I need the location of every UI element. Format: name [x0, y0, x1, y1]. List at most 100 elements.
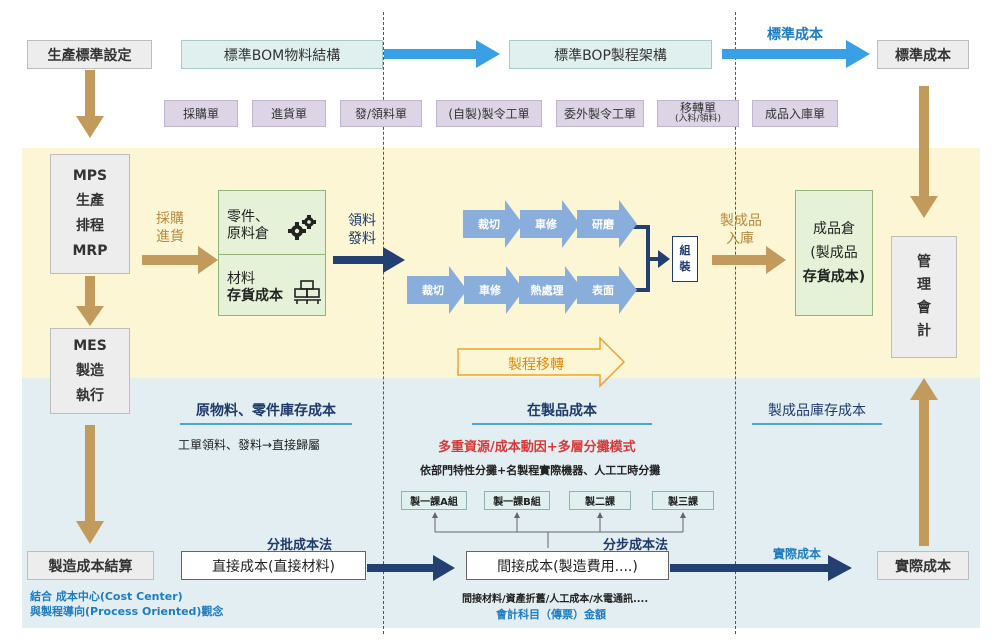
raw-material-cost-heading: 原物料、零件庫存成本: [180, 400, 352, 425]
dept-1b: 製一課B組: [484, 491, 550, 510]
standard-bop-box: 標準BOP製程架構: [509, 40, 712, 69]
issue-label-2: 發料: [348, 231, 376, 247]
std-cost-arrow: [722, 40, 870, 68]
tan-down-arrow-1: [76, 70, 104, 138]
tan-down-arrow-mgmt: [910, 86, 938, 218]
process-cut-2: 裁切: [407, 266, 467, 314]
dept-3: 製三課: [652, 491, 714, 510]
doc-transfer: 移轉單 (入料/領料): [657, 100, 739, 127]
dept-tree: [434, 516, 684, 548]
fg-warehouse-box: 成品倉 (製成品 存貨成本): [795, 190, 873, 316]
tan-up-arrow-mgmt: [910, 378, 938, 546]
tan-down-arrow-2: [76, 276, 104, 326]
mfg-cost-settlement-box: 製造成本結算: [27, 551, 154, 580]
process-lathe-2-label: 車修: [479, 284, 501, 297]
mgmt-char-4: 計: [917, 323, 931, 339]
assemble-box: 組 裝: [672, 236, 698, 282]
fg-warehouse-label-1: 成品倉: [813, 221, 855, 237]
process-grind: 研磨: [577, 200, 637, 248]
indirect-cost-desc: 間接材料/資產折舊/人工成本/水電通訊....: [462, 594, 649, 605]
mgmt-char-2: 理: [917, 277, 931, 293]
fg-cost-heading: 製成品庫存成本: [752, 400, 882, 425]
mes-line-1: MES: [73, 337, 107, 354]
doc-fg-receipt: 成品入庫單: [752, 100, 838, 127]
pallet-icon: [294, 280, 321, 304]
process-oriented-note: 與製程導向(Process Oriented)觀念: [30, 605, 224, 618]
multi-allocation-heading: 多重資源/成本動因+多層分攤模式: [438, 440, 636, 455]
issue-label: 領料 發料: [348, 212, 376, 248]
standard-cost-arrow-label: 標準成本: [767, 27, 823, 43]
parts-warehouse-box: 零件、 原料倉 材料 存貨成本: [218, 190, 326, 316]
mes-line-3: 執行: [76, 387, 104, 404]
purchase-receive-label: 採購 進貨: [156, 210, 184, 246]
doc-outsource-order: 委外製令工單: [556, 100, 644, 127]
mgmt-char-1: 管: [917, 254, 931, 270]
process-cut-2-label: 裁切: [422, 284, 444, 297]
process-surface: 表面: [577, 266, 637, 314]
cost-center-note: 結合 成本中心(Cost Center): [30, 590, 183, 603]
mps-line-2: 生產: [76, 193, 104, 209]
receive-label: 進貨: [156, 229, 184, 245]
wip-cost-heading: 在製品成本: [472, 400, 652, 425]
fg-in-arrow: [712, 246, 786, 274]
gears-icon: [288, 215, 316, 240]
actual-cost-box: 實際成本: [877, 551, 969, 580]
mes-line-2: 製造: [76, 362, 104, 379]
mps-line-3: 排程: [76, 218, 104, 234]
purchase-arrow: [142, 246, 218, 274]
raw-material-label: 原料倉: [227, 226, 269, 242]
mps-line-4: MRP: [72, 243, 108, 259]
direct-cost-box: 直接成本(直接材料): [181, 551, 366, 580]
fg-warehouse-label-3: 存貨成本): [802, 269, 866, 285]
bom-to-bop-arrow: [384, 40, 500, 68]
production-standard-box: 生產標準設定: [27, 40, 152, 69]
fg-in-label: 製成品 入庫: [720, 212, 762, 248]
assemble-label-2: 裝: [679, 260, 691, 273]
doc-transfer-sub: (入料/領料): [674, 113, 722, 124]
process-heat-treat-label: 熱處理: [530, 284, 564, 297]
parts-warehouse-label: 零件、 原料倉: [227, 209, 269, 243]
doc-receiving: 進貨單: [252, 100, 326, 127]
process-grind-label: 研磨: [592, 218, 614, 231]
dept-1a: 製一課A組: [401, 491, 467, 510]
divider-line-2: [735, 12, 736, 634]
doc-transfer-label: 移轉單: [679, 100, 716, 115]
raw-material-cost-desc: 工單領料、發料→直接歸屬: [178, 438, 321, 452]
doc-purchase-order: 採購單: [164, 100, 238, 127]
process-surface-label: 表面: [592, 284, 614, 297]
process-costing-label: 分步成本法: [603, 538, 669, 553]
actual-cost-arrow-label: 實際成本: [773, 547, 822, 561]
multi-allocation-desc: 依部門特性分攤+名製程實際機器、人工工時分攤: [420, 464, 661, 477]
standard-bom-box: 標準BOM物料結構: [181, 40, 383, 69]
standard-cost-box: 標準成本: [877, 40, 969, 69]
fg-in-label-2: 入庫: [726, 231, 754, 247]
inventory-cost-label: 存貨成本: [227, 288, 283, 304]
doc-work-order: (自製)製令工單: [436, 100, 542, 127]
tan-down-arrow-3: [76, 425, 104, 544]
direct-to-indirect-arrow: [367, 555, 455, 581]
assemble-label-1: 組: [679, 244, 691, 257]
fg-in-label-1: 製成品: [720, 213, 762, 229]
process-transfer-label: 製程移轉: [508, 357, 564, 373]
mps-mrp-box: MPS 生產 排程 MRP: [50, 154, 130, 274]
material-inventory-label: 材料 存貨成本: [227, 271, 283, 305]
process-cut-1: 裁切: [463, 200, 523, 248]
parts-label: 零件、: [227, 209, 269, 225]
job-order-costing-label: 分批成本法: [267, 538, 333, 553]
process-cut-1-label: 裁切: [478, 218, 500, 231]
process-heat-treat: 熱處理: [519, 266, 583, 314]
mps-line-1: MPS: [72, 168, 108, 184]
doc-issue: 發/領料單: [340, 100, 422, 127]
purchase-label: 採購: [156, 211, 184, 227]
fg-warehouse-label-2: (製成品: [810, 245, 858, 261]
issue-arrow: [333, 247, 405, 273]
mgmt-char-3: 會: [917, 300, 931, 316]
dept-2: 製二課: [569, 491, 631, 510]
actual-cost-arrow: [670, 555, 852, 581]
transfer-arrow: [457, 336, 626, 388]
mes-box: MES 製造 執行: [50, 328, 130, 414]
process-lathe-1: 車修: [520, 200, 580, 248]
accounting-amount-note: 會計科目（傳票）金額: [496, 608, 606, 621]
material-label: 材料: [227, 271, 255, 287]
